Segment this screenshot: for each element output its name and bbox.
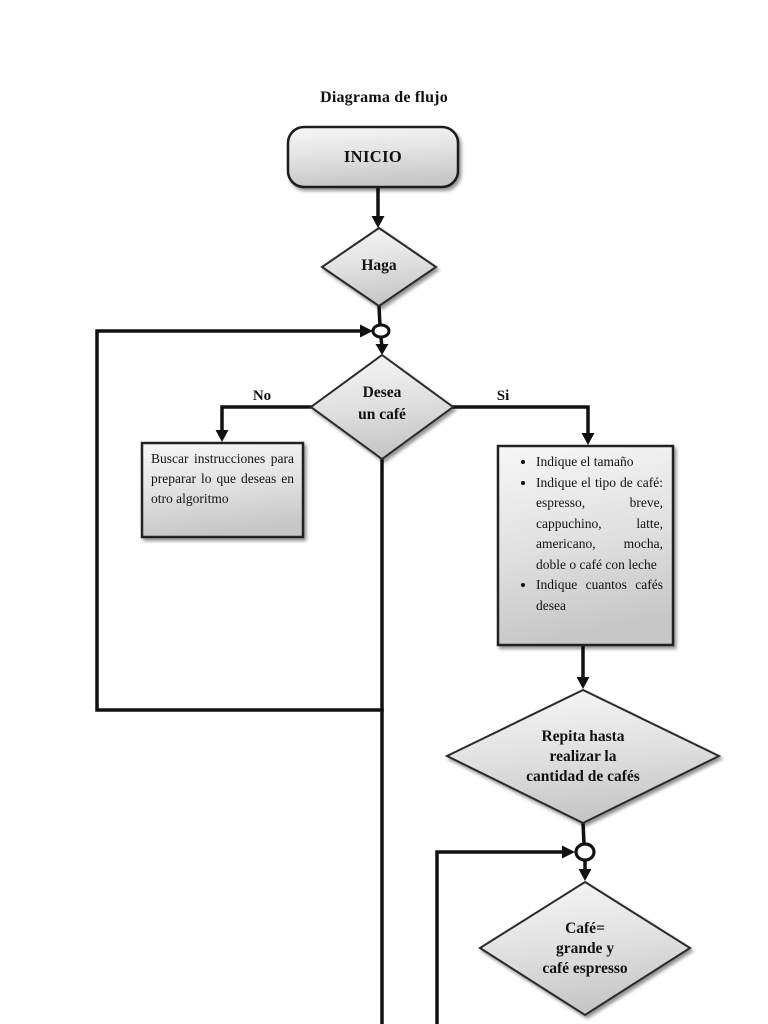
repita-label-line1: Repita hasta	[541, 728, 625, 745]
cafe-label-line3: café espresso	[542, 960, 628, 977]
repita-label: Repita hasta realizar la cantidad de caf…	[483, 727, 683, 787]
repita-decision-shape	[444, 688, 722, 825]
arrowhead-loop-junction1	[360, 324, 373, 338]
arrowheads	[215, 216, 595, 881]
indique-item-cantidad: Indique cuantos cafés desea	[536, 575, 663, 616]
indique-process-list: Indique el tamaño Indique el tipo de caf…	[498, 446, 673, 645]
indique-item-tamano: Indique el tamaño	[536, 452, 663, 473]
branch-no-label: No	[252, 388, 272, 404]
connector-haga-junction1	[377, 304, 382, 328]
haga-label: Haga	[361, 257, 397, 274]
diagram-title: Diagrama de flujo	[320, 89, 448, 106]
buscar-process-shape	[140, 441, 305, 539]
connector-lines	[95, 185, 590, 1024]
loop-line-right	[435, 850, 564, 1024]
buscar-process-text: Buscar instrucciones para preparar lo qu…	[151, 451, 294, 506]
inicio-label: INICIO	[343, 147, 403, 166]
arrowhead-si-indique	[581, 433, 595, 445]
arrowhead-junction2-cafe	[578, 869, 592, 881]
indique-item-tipo: Indique el tipo de café: espresso, breve…	[536, 473, 663, 576]
inicio-terminator-shape	[286, 125, 460, 189]
indique-process-shape	[496, 444, 675, 647]
arrowhead-loop-junction2	[562, 845, 575, 859]
indique-bullet-list: Indique el tamaño Indique el tipo de caf…	[498, 452, 663, 616]
repita-label-line3: cantidad de cafés	[526, 768, 640, 785]
branch-no-line	[220, 405, 313, 435]
arrowhead-no-buscar	[215, 430, 229, 442]
repita-label-line2: realizar la	[549, 748, 617, 765]
arrowhead-indique-repita	[576, 677, 590, 689]
cafe-label-line1: Café=	[565, 920, 605, 937]
desea-label-line2: un café	[358, 406, 406, 423]
junction-circle-1	[371, 323, 391, 339]
branch-si-line	[451, 405, 590, 438]
cafe-label: Café= grande y café espresso	[500, 919, 670, 979]
loop-line-left	[95, 329, 384, 712]
cafe-label-line2: grande y	[555, 940, 615, 957]
junction-circle-2	[574, 842, 596, 862]
haga-decision-shape	[320, 226, 438, 308]
arrowhead-junction1-desea	[375, 344, 389, 355]
cafe-decision-shape	[478, 880, 692, 1017]
arrowhead-inicio-haga	[371, 216, 385, 228]
desea-decision-shape	[309, 353, 455, 461]
desea-label: Desea un café	[317, 382, 447, 426]
connector-repita-junction2	[581, 821, 586, 845]
desea-label-line1: Desea	[362, 384, 402, 401]
branch-si-label: Si	[496, 388, 510, 404]
